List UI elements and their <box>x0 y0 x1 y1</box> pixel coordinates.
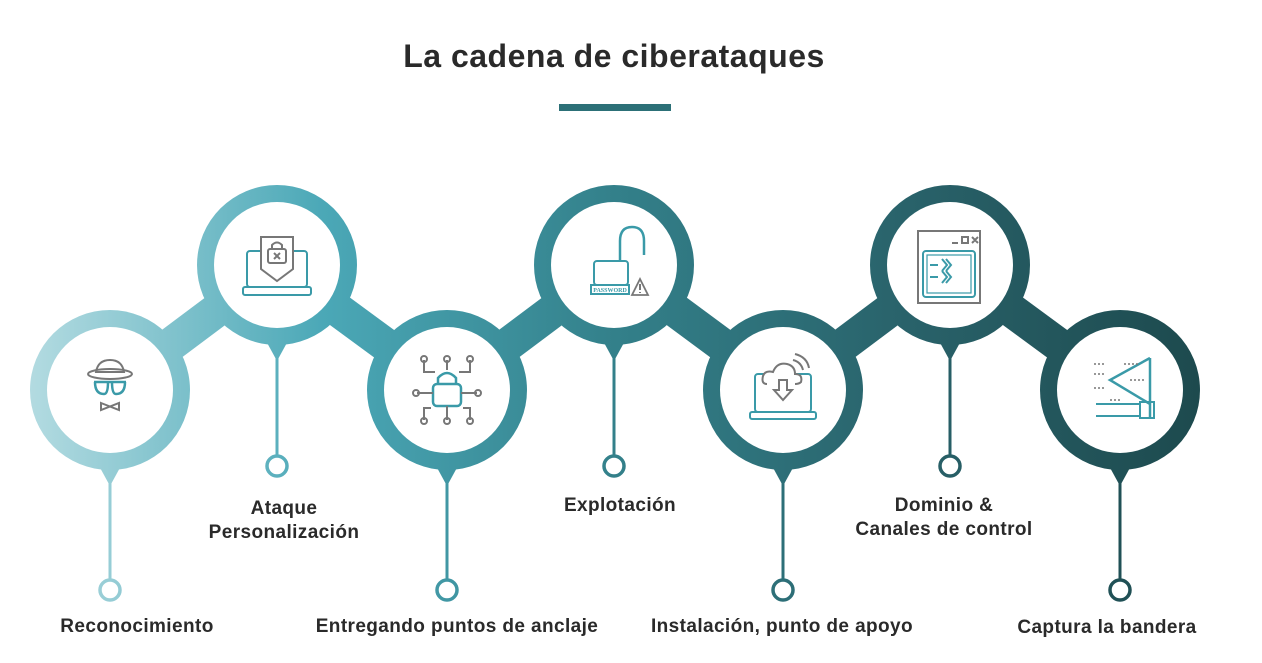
step-label: Entregando puntos de anclaje <box>316 615 599 639</box>
laptop-cloud-download-icon <box>749 353 817 420</box>
step-label: Dominio & Canales de control <box>855 494 1032 542</box>
hand-flag-icon <box>1094 356 1155 419</box>
step-label: Instalación, punto de apoyo <box>651 615 913 639</box>
open-padlock-password-warning-icon: PASSWORD <box>590 225 650 296</box>
step-label-line: Explotación <box>563 495 677 516</box>
password-icon-text: PASSWORD <box>593 288 627 294</box>
step-pointer <box>98 464 122 486</box>
circuit-lock-icon <box>412 355 482 425</box>
spy-hat-glasses-icon <box>87 358 133 412</box>
step-label-line: Instalación, punto de apoyo <box>650 616 914 637</box>
step-end-marker <box>602 454 626 478</box>
step-end-marker <box>435 578 459 602</box>
step-pointer <box>1108 464 1132 486</box>
step-label: Explotación <box>564 494 676 518</box>
step-inner <box>1057 327 1183 453</box>
step-label: Captura la bandera <box>1017 616 1196 640</box>
step-label-line: Entregando puntos de anclaje <box>315 616 599 637</box>
step-inner <box>384 327 510 453</box>
step-label-line: Captura la bandera <box>1017 617 1197 638</box>
step-label: Reconocimiento <box>60 615 213 639</box>
step-pointer <box>265 339 289 361</box>
step-end-marker <box>938 454 962 478</box>
step-label-line: Ataque <box>250 498 318 519</box>
step-pointer <box>771 464 795 486</box>
step-pointer <box>938 339 962 361</box>
step-inner <box>551 202 677 328</box>
step-pointer <box>435 464 459 486</box>
step-label-line: Canales de control <box>855 519 1033 540</box>
step-label-line: Personalización <box>208 522 360 543</box>
page-title: La cadena de ciberataques <box>403 38 825 74</box>
step-label-line: Dominio & <box>894 495 994 516</box>
laptop-shield-lock-icon <box>242 236 312 296</box>
title-underline <box>559 104 671 111</box>
step-end-marker <box>98 578 122 602</box>
step-end-marker <box>265 454 289 478</box>
window-terminal-icon <box>917 230 981 304</box>
step-end-marker <box>771 578 795 602</box>
step-end-marker <box>1108 578 1132 602</box>
step-inner <box>47 327 173 453</box>
step-pointer <box>602 339 626 361</box>
step-label-line: Reconocimiento <box>60 616 214 637</box>
